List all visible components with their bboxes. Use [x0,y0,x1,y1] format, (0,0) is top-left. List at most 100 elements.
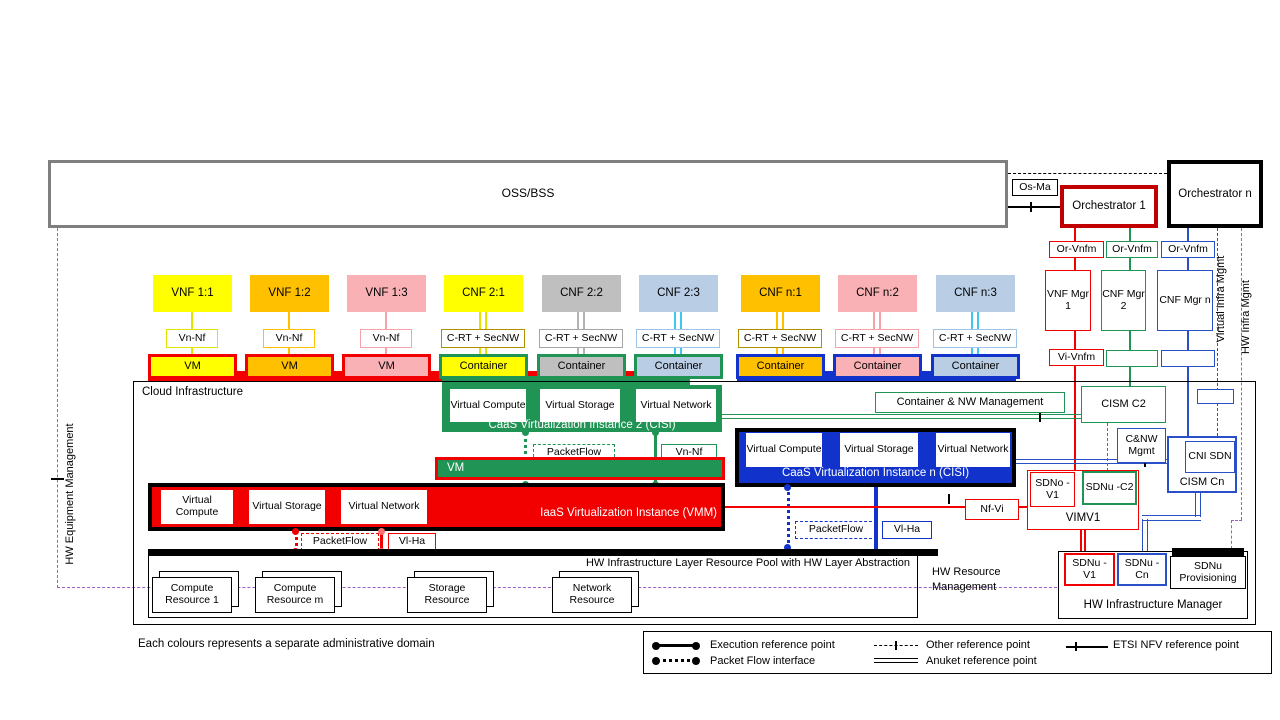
cnf-2-1-label: CNF 2:1 [462,287,505,300]
cnf-mgr-2-label: CNF Mgr 2 [1102,287,1145,312]
oss-bss-label: OSS/BSS [501,186,555,201]
hw-infra-mgmt-label: HW Infra Mgmt [1240,280,1252,354]
vi-cism-2-box [1106,350,1158,367]
cnw-mgmt-box: C&NW Mgmt [1117,428,1166,463]
other-ref-line-oss-orchn [1008,173,1167,174]
vn-nf-ref-3: Vn-Nf [360,329,412,348]
container-box-8: Container [833,354,922,379]
orchn-cism-blue-line [1187,228,1189,438]
container-box-5: Container [537,354,626,379]
cism-sdnu-blue-link-h [1142,515,1201,521]
caas2-vnnf-dot-top [652,429,659,436]
caas2-virtual-storage: Virtual Storage [540,389,620,422]
vnf-1-1-box: VNF 1:1 [153,275,232,312]
caas2-virtual-network-label: Virtual Network [640,398,712,411]
or-vnfm-n-box: Or-Vnfm [1161,241,1215,258]
iaas-vlha-dot-top [378,528,385,535]
legend-execution-dot-right [692,642,700,650]
crt-secnw-ref-5-label: C-RT + SecNW [544,331,618,344]
hw-infra-mgmt-jog-h [1231,520,1242,521]
iaas-vlha-label: Vl-Ha [398,535,426,548]
or-vnfm-1-box: Or-Vnfm [1049,241,1104,258]
orchestrator-1-box: Orchestrator 1 [1060,185,1158,228]
vnf-1-2-box: VNF 1:2 [250,275,329,312]
crt-secnw-ref-6: C-RT + SecNW [636,329,720,348]
crt-secnw-ref-5: C-RT + SecNW [539,329,623,348]
container-box-9-label: Container [951,360,1000,373]
iaas-vlha-line [380,531,383,552]
cnf-n-1-label: CNF n:1 [759,287,802,300]
caas2-virtual-storage-label: Virtual Storage [545,398,615,411]
compute-resource-1-label: Compute Resource 1 [165,582,219,606]
hw-equipment-mgmt-label: HW Equipment Management [64,423,76,565]
hw-pool-title: HW Infrastructure Layer Resource Pool wi… [585,557,910,569]
admin-domain-note: Each colours represents a separate admin… [138,638,435,650]
cism-cn-label: CISM Cn [1179,475,1225,488]
container-box-5-label: Container [557,360,606,373]
cnf-n-3-box: CNF n:3 [936,275,1015,312]
cloud-infrastructure-label: Cloud Infrastructure [142,386,243,398]
caas2-virtual-compute: Virtual Compute [450,389,526,422]
container-box-4-label: Container [459,360,508,373]
caasn-virtual-storage-label: Virtual Storage [844,443,914,456]
hw-infra-mgmt-jog-v [1231,520,1232,549]
legend-other-label: Other reference point [926,639,1030,651]
sdnu-c2-box: SDNu -C2 [1082,471,1137,505]
osma-label: Os-Ma [1019,180,1051,193]
hw-equipment-mgmt-vline [57,228,58,588]
or-vnfm-2-box: Or-Vnfm [1106,241,1158,258]
vnf-1-3-label: VNF 1:3 [365,287,408,300]
container-box-4: Container [439,354,528,379]
vn-nf-ref-2-label: Vn-Nf [275,331,303,344]
legend-etsi-tick [1075,642,1077,651]
hw-infrastructure-manager-label: HW Infrastructure Manager [1083,599,1223,612]
virtual-infra-mgmt-line [1217,228,1218,436]
vm-box-3-label: VM [378,360,395,373]
cism-sdnu-blue-link-v2 [1142,519,1148,553]
crt-secnw-ref-6-label: C-RT + SecNW [641,331,715,344]
container-box-8-label: Container [853,360,902,373]
caasn-virtual-network: Virtual Network [936,433,1010,467]
vm-on-iaas-bar: VM [435,457,725,480]
network-resource-box: Network Resource [552,577,632,613]
cnw-mgmt-label: C&NW Mgmt [1125,432,1158,457]
legend-other-tick [895,641,897,650]
caasn-virtual-storage: Virtual Storage [840,433,918,467]
caasn-packetflow-dot-top [784,484,791,491]
nfvi-etsi-tick [948,494,950,504]
caas2-cism-etsi-tick [1039,411,1041,422]
vn-nf-ref-1: Vn-Nf [166,329,218,348]
orchestrator-n-label: Orchestrator n [1178,187,1252,200]
legend-etsi-line [1066,646,1108,648]
hw-infra-mgmt-line [1241,228,1242,520]
vi-vnfm-box: Vi-Vnfm [1049,349,1104,366]
legend-packetflow-dot-right [692,657,700,665]
cnf-n-2-box: CNF n:2 [838,275,917,312]
vm-box-1-label: VM [184,360,201,373]
container-box-7-label: Container [756,360,805,373]
legend-execution-line [656,644,696,647]
container-box-6: Container [634,354,723,379]
legend-execution-dot-left [652,642,660,650]
or-vnfm-1-label: Or-Vnfm [1056,242,1097,255]
legend-packetflow-dot-left [652,657,660,665]
cnf-mgr-n-box: CNF Mgr n [1157,270,1213,331]
caasn-cism-anuket-line [1016,459,1168,464]
iaas-packetflow-line [295,531,298,552]
cnf-n-3-label: CNF n:3 [954,287,997,300]
iaas-virtual-compute-label: Virtual Compute [175,494,219,518]
vm-on-iaas-bar-label: VM [447,462,465,475]
caas2-vnnf-label: Vn-Nf [675,446,703,459]
hw-equipment-mgmt-tick [51,478,64,480]
crt-secnw-ref-9-label: C-RT + SecNW [938,331,1012,344]
caas2-title: CaaS Virtualization Instance 2 (CISI) [488,419,676,431]
sdno-v1-label: SDNo -V1 [1035,476,1070,501]
sdnu-v1-label: SDNu -V1 [1072,556,1107,581]
crt-secnw-ref-8-label: C-RT + SecNW [840,331,914,344]
caas2-packetflow-dot-top [522,429,529,436]
cnf-n-1-box: CNF n:1 [741,275,820,312]
legend-etsi-label: ETSI NFV reference point [1113,639,1239,651]
cnf-mgr-2-box: CNF Mgr 2 [1101,270,1146,331]
orchestrator-n-box: Orchestrator n [1167,160,1263,228]
legend-anuket-line [874,658,918,663]
